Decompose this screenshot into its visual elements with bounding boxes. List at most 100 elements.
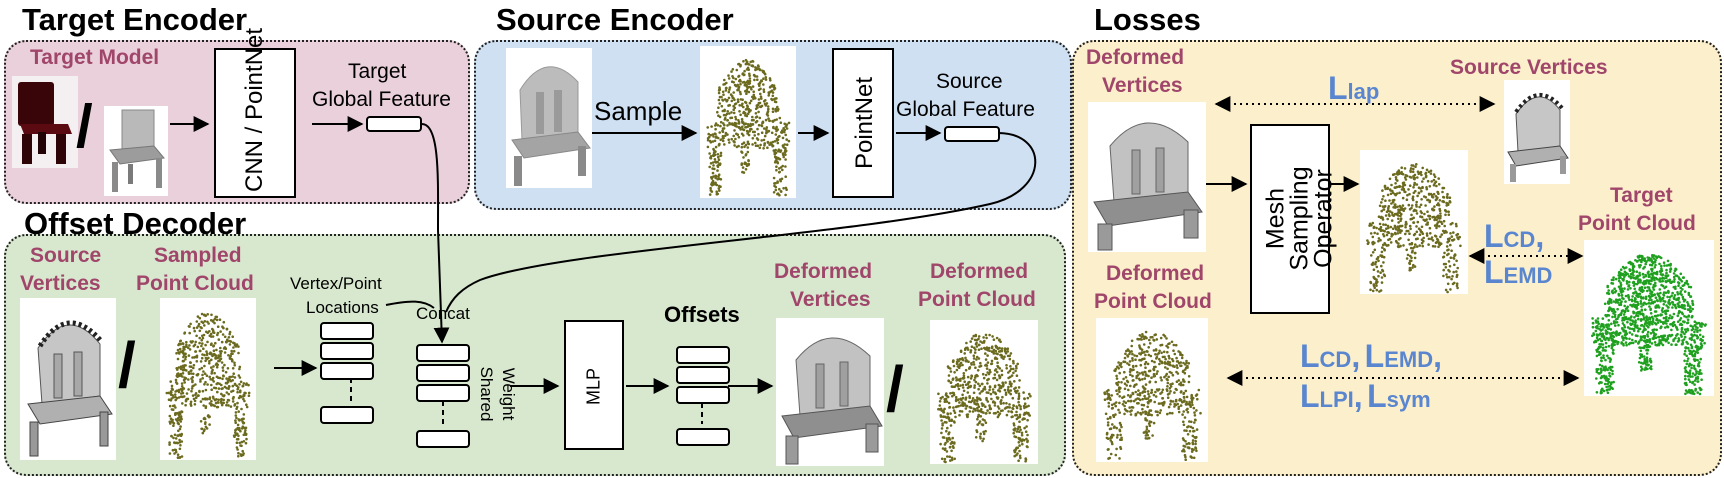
- point-cloud-dot: [1024, 457, 1027, 460]
- point-cloud-dot: [1155, 357, 1158, 360]
- point-cloud-dot: [1123, 387, 1127, 391]
- point-cloud-dot: [1639, 312, 1642, 316]
- point-cloud-dot: [1163, 355, 1166, 359]
- point-cloud-dot: [213, 321, 216, 325]
- point-cloud-dot: [974, 380, 978, 384]
- point-cloud-dot: [1607, 300, 1610, 303]
- point-cloud-dot: [193, 403, 197, 406]
- point-cloud-dot: [1005, 364, 1008, 367]
- point-cloud-dot: [994, 411, 997, 415]
- point-cloud-dot: [1661, 307, 1664, 310]
- point-cloud-dot: [1007, 371, 1010, 374]
- point-cloud-dot: [713, 139, 717, 143]
- point-cloud-dot: [183, 332, 186, 335]
- point-cloud-dot: [946, 426, 949, 430]
- point-cloud-dot: [948, 419, 951, 423]
- point-cloud-dot: [171, 408, 175, 411]
- point-cloud-dot: [1183, 371, 1187, 375]
- point-cloud-dot: [1167, 375, 1170, 379]
- point-cloud-dot: [1659, 326, 1663, 329]
- point-cloud-dot: [1660, 283, 1663, 287]
- point-cloud-dot: [236, 401, 239, 405]
- point-cloud-dot: [1136, 371, 1139, 374]
- point-cloud-dot: [1010, 374, 1014, 377]
- point-cloud-dot: [240, 427, 244, 430]
- point-cloud-dot: [1139, 337, 1142, 341]
- point-cloud-dot: [1612, 331, 1615, 334]
- point-cloud-dot: [227, 399, 231, 402]
- point-cloud-dot: [1106, 421, 1110, 424]
- point-cloud-dot: [968, 405, 972, 409]
- point-cloud-dot: [1645, 352, 1649, 355]
- point-cloud-dot: [1639, 295, 1643, 298]
- point-cloud-dot: [1003, 407, 1007, 410]
- point-cloud-dot: [203, 428, 206, 431]
- point-cloud-dot: [1185, 429, 1188, 432]
- point-cloud-dot: [951, 360, 955, 364]
- point-cloud-dot: [176, 456, 180, 459]
- point-cloud-dot: [192, 363, 196, 367]
- point-cloud-dot: [1695, 321, 1698, 325]
- point-cloud-dot: [244, 433, 248, 436]
- point-cloud-dot: [1126, 362, 1129, 365]
- point-cloud-dot: [170, 391, 173, 394]
- point-cloud-dot: [234, 433, 238, 437]
- point-cloud-dot: [720, 104, 724, 108]
- point-cloud-dot: [237, 434, 240, 438]
- point-cloud-dot: [1013, 454, 1016, 458]
- point-cloud-dot: [1443, 251, 1446, 255]
- point-cloud-dot: [993, 369, 997, 372]
- point-cloud-dot: [1455, 282, 1459, 285]
- point-cloud-dot: [181, 387, 185, 390]
- point-cloud-dot: [1440, 220, 1443, 224]
- point-cloud-dot: [1196, 397, 1199, 401]
- point-cloud-dot: [764, 118, 768, 122]
- point-cloud-dot: [225, 391, 229, 394]
- losses-deformed-cloud-dots: [1103, 330, 1202, 461]
- point-cloud-dot: [1387, 238, 1390, 242]
- point-cloud-dot: [1408, 259, 1412, 263]
- shared-weight-label-2: Weight: [499, 367, 518, 421]
- point-cloud-dot: [950, 419, 953, 422]
- point-cloud-dot: [200, 312, 204, 316]
- point-cloud-dot: [1604, 345, 1608, 349]
- curve-target-feature-to-concat: [421, 123, 450, 344]
- point-cloud-dot: [200, 427, 204, 431]
- point-cloud-dot: [1693, 352, 1697, 356]
- point-cloud-dot: [182, 351, 185, 355]
- point-cloud-dot: [1015, 406, 1019, 410]
- point-cloud-dot: [711, 167, 714, 170]
- point-cloud-dot: [1128, 352, 1131, 356]
- point-cloud-dot: [1445, 204, 1448, 207]
- point-cloud-dot: [745, 92, 748, 95]
- point-cloud-dot: [1193, 429, 1196, 433]
- point-cloud-dot: [1009, 389, 1013, 392]
- point-cloud-dot: [1433, 218, 1436, 222]
- point-cloud-dot: [775, 139, 779, 142]
- point-cloud-dot: [978, 421, 981, 425]
- point-cloud-dot: [762, 83, 765, 86]
- point-cloud-dot: [235, 446, 239, 449]
- point-cloud-dot: [1018, 430, 1021, 433]
- point-cloud-dot: [717, 98, 721, 102]
- point-cloud-dot: [1186, 433, 1190, 436]
- point-cloud-dot: [1653, 285, 1656, 288]
- point-cloud-dot: [1389, 192, 1393, 196]
- point-cloud-dot: [1658, 262, 1661, 266]
- point-cloud-dot: [1386, 187, 1389, 191]
- point-cloud-dot: [180, 385, 184, 388]
- point-cloud-dot: [974, 342, 978, 346]
- point-cloud-dot: [1387, 226, 1390, 230]
- point-cloud-dot: [1401, 185, 1405, 189]
- point-cloud-dot: [962, 374, 966, 378]
- point-cloud-dot: [236, 423, 240, 427]
- decoder-source-vertices-image: [20, 298, 116, 460]
- point-cloud-dot: [1678, 318, 1682, 322]
- point-cloud-dot: [177, 388, 181, 392]
- point-cloud-dot: [1698, 333, 1702, 337]
- point-cloud-dot: [1694, 387, 1697, 391]
- point-cloud-dot: [1194, 447, 1198, 450]
- point-cloud-dot: [1139, 363, 1143, 367]
- point-cloud-dot: [1147, 369, 1151, 373]
- point-cloud-dot: [1399, 219, 1402, 223]
